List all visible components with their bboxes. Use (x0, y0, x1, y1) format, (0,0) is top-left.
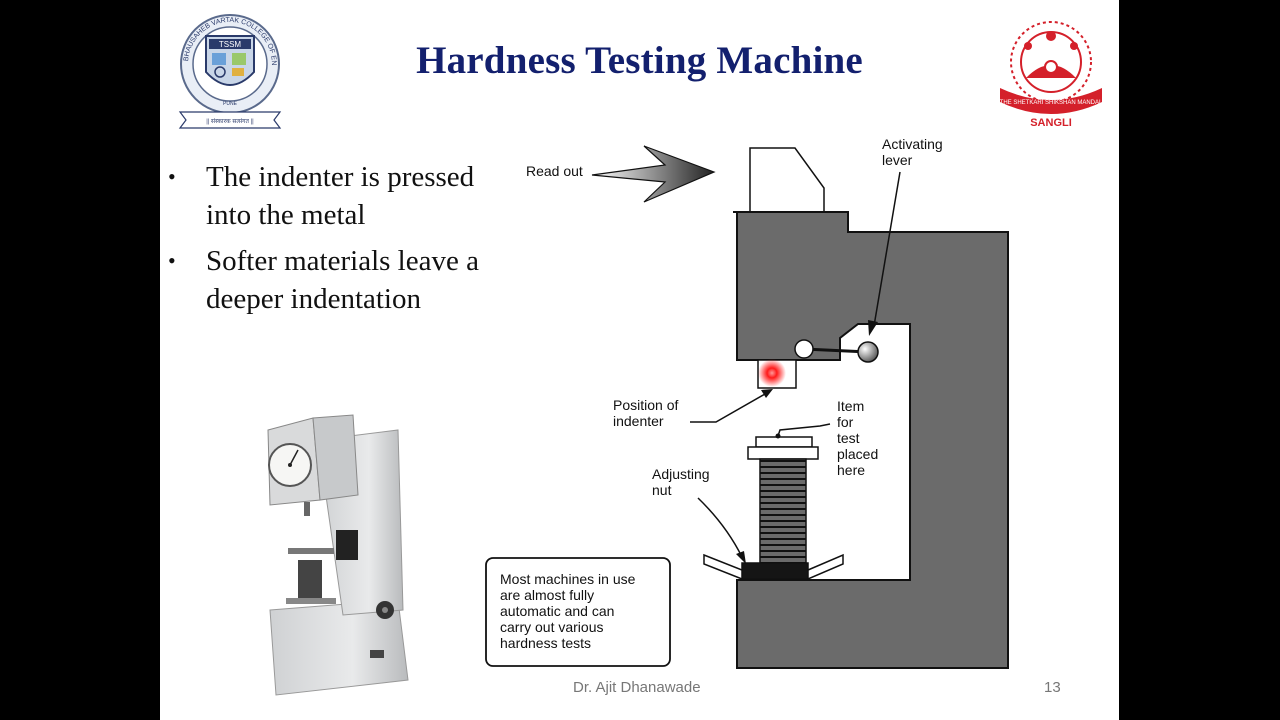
logo-ribbon-text: THE SHETKARI SHIKSHAN MANDAL (1000, 100, 1103, 106)
bullet-dot-icon: • (168, 164, 176, 189)
label-activating-lever-2: lever (882, 152, 913, 168)
author-footer: Dr. Ajit Dhanawade (573, 679, 701, 696)
note-line: hardness tests (500, 635, 591, 651)
logo-motto: || संस्कारक सत्संगत || (206, 118, 254, 125)
label-position-indenter: Position of (613, 397, 678, 413)
label-item-4: placed (837, 446, 878, 462)
label-item: Item (837, 398, 864, 414)
hardness-machine-diagram: Read out Activating lever Position of in… (485, 136, 1009, 669)
note-line: are almost fully (500, 587, 594, 603)
bullet-text: The indenter is pressed into the metal (206, 161, 475, 231)
adjusting-screw (759, 458, 807, 564)
bullet-text: Softer materials leave a deeper indentat… (206, 245, 479, 315)
lever-knob (857, 341, 879, 363)
shetkari-mandal-logo: THE SHETKARI SHIKSHAN MANDAL SANGLI (1000, 21, 1103, 129)
label-item-2: for (837, 414, 854, 430)
note-line: automatic and can (500, 603, 614, 619)
label-read-out: Read out (526, 163, 583, 179)
logo-city-text: PUNE (223, 101, 238, 107)
label-position-indenter-2: indenter (613, 413, 664, 429)
label-item-3: test (837, 430, 860, 446)
label-item-5: here (837, 462, 865, 478)
bullet-item: • The indenter is pressed into the metal (168, 158, 518, 234)
label-activating-lever: Activating (882, 136, 943, 152)
note-line: Most machines in use (500, 571, 636, 587)
label-adjusting-nut: Adjusting (652, 466, 710, 482)
indenter-light (758, 359, 786, 387)
bullet-item: • Softer materials leave a deeper indenta… (168, 242, 518, 318)
college-logo: BHAUSAHEB VARTAK COLLEGE OF ENGINEERING … (176, 12, 282, 129)
adjusting-nut (741, 562, 809, 580)
slide: BHAUSAHEB VARTAK COLLEGE OF ENGINEERING … (160, 0, 1119, 720)
slide-title: Hardness Testing Machine (416, 39, 863, 82)
bullet-list: •The indenter is pressed into the metal … (168, 158, 518, 326)
label-adjusting-nut-2: nut (652, 482, 672, 498)
note-line: carry out various (500, 619, 603, 635)
page-number: 13 (1044, 679, 1061, 696)
logo-sangli-text: SANGLI (1030, 117, 1072, 129)
hardness-tester-photo (267, 414, 409, 696)
note-box (485, 557, 671, 667)
bullet-dot-icon: • (168, 248, 176, 273)
logo-shield-text: TSSM (219, 40, 242, 49)
